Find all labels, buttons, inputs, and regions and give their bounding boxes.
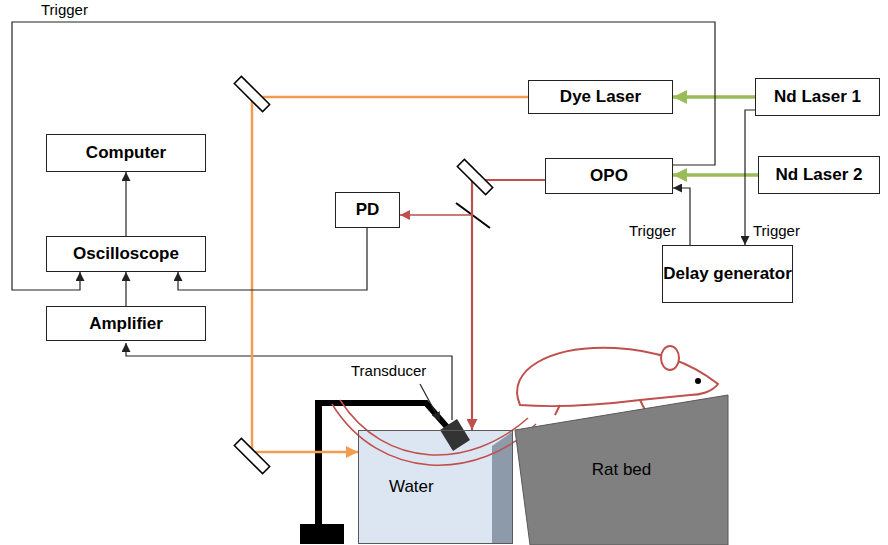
signal-label: Trigger [40,1,89,18]
device-box: Delay generator [662,245,793,303]
device-box: Amplifier [46,306,206,341]
node-label: Nd Laser 2 [776,165,863,185]
signal-label: Trigger [628,222,677,239]
node-label: Computer [86,143,166,163]
laser-beam [252,97,528,452]
rat-ear [661,346,679,370]
rat-bed: Rat bed [515,395,728,545]
stand-arm [318,403,447,427]
signal-label: Trigger [752,222,801,239]
node-label: Delay generator [663,264,792,284]
mirror [234,438,269,473]
signal-arrow [178,228,367,290]
laser-box: Nd Laser 2 [758,156,880,194]
node-label: OPO [590,166,628,186]
node-label: Water [389,477,434,497]
laser-box: OPO [545,158,673,194]
laser-beam [472,180,545,430]
rat-tail [332,404,536,465]
signal-arrow [125,172,126,236]
device-box: Computer [46,134,206,172]
signal-arrow [125,272,126,306]
node-label: Rat bed [592,460,652,480]
transducer-cable [126,343,452,420]
stand-base [300,524,344,544]
detector-box: PD [335,192,400,228]
rat-tail [340,400,528,455]
stand-post [315,400,322,526]
part-label: Transducer [350,362,427,379]
signal-label: Trigger [628,222,677,239]
pump-beam [673,95,755,99]
mirror [457,159,492,194]
water-tank: Water [358,430,513,544]
rat-eye [695,378,701,384]
part-label: Transducer [350,362,427,379]
signal-label: Trigger [752,222,801,239]
mirror [234,76,269,111]
node-label: PD [356,200,380,220]
bed-shape [515,395,728,545]
rat-body [517,348,718,406]
device-box: Oscilloscope [46,236,206,272]
leader-line [420,384,440,421]
node-label: Amplifier [89,314,163,334]
trigger-line [12,22,715,290]
laser-box: Nd Laser 1 [755,78,880,116]
node-label: Nd Laser 1 [774,87,861,107]
node-label: Dye Laser [560,87,641,107]
water-fill [358,430,513,544]
node-label: Oscilloscope [73,244,179,264]
transducer-symbol [440,419,470,451]
signal-label: Trigger [40,1,89,18]
laser-box: Dye Laser [528,80,673,114]
